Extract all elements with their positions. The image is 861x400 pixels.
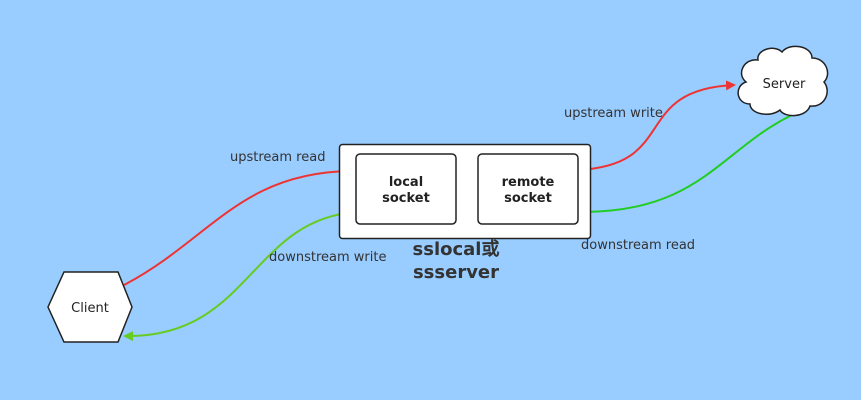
edge-downstream-write xyxy=(123,211,357,342)
edge-downstream-read xyxy=(580,114,793,217)
local-socket-label-line1: local xyxy=(389,175,423,190)
label-downstream-read: downstream read xyxy=(581,238,695,253)
edge-upstream-read xyxy=(123,166,354,286)
label-downstream-write: downstream write xyxy=(269,250,386,265)
server-label: Server xyxy=(763,77,806,92)
local-socket-box xyxy=(355,153,457,225)
local-socket-label-line2: socket xyxy=(382,191,430,206)
remote-socket-label-line1: remote xyxy=(502,175,555,190)
client-label: Client xyxy=(71,301,109,316)
proxy-caption-line2: ssserver xyxy=(413,262,499,283)
server-cloud-icon xyxy=(737,45,829,117)
remote-socket-box xyxy=(477,153,579,225)
client-node xyxy=(47,271,133,343)
proxy-caption-line1: sslocal或 xyxy=(413,238,500,260)
remote-socket-label-line2: socket xyxy=(504,191,552,206)
label-upstream-read: upstream read xyxy=(230,150,325,165)
edge-upstream-write xyxy=(577,80,736,171)
label-upstream-write: upstream write xyxy=(564,106,663,121)
